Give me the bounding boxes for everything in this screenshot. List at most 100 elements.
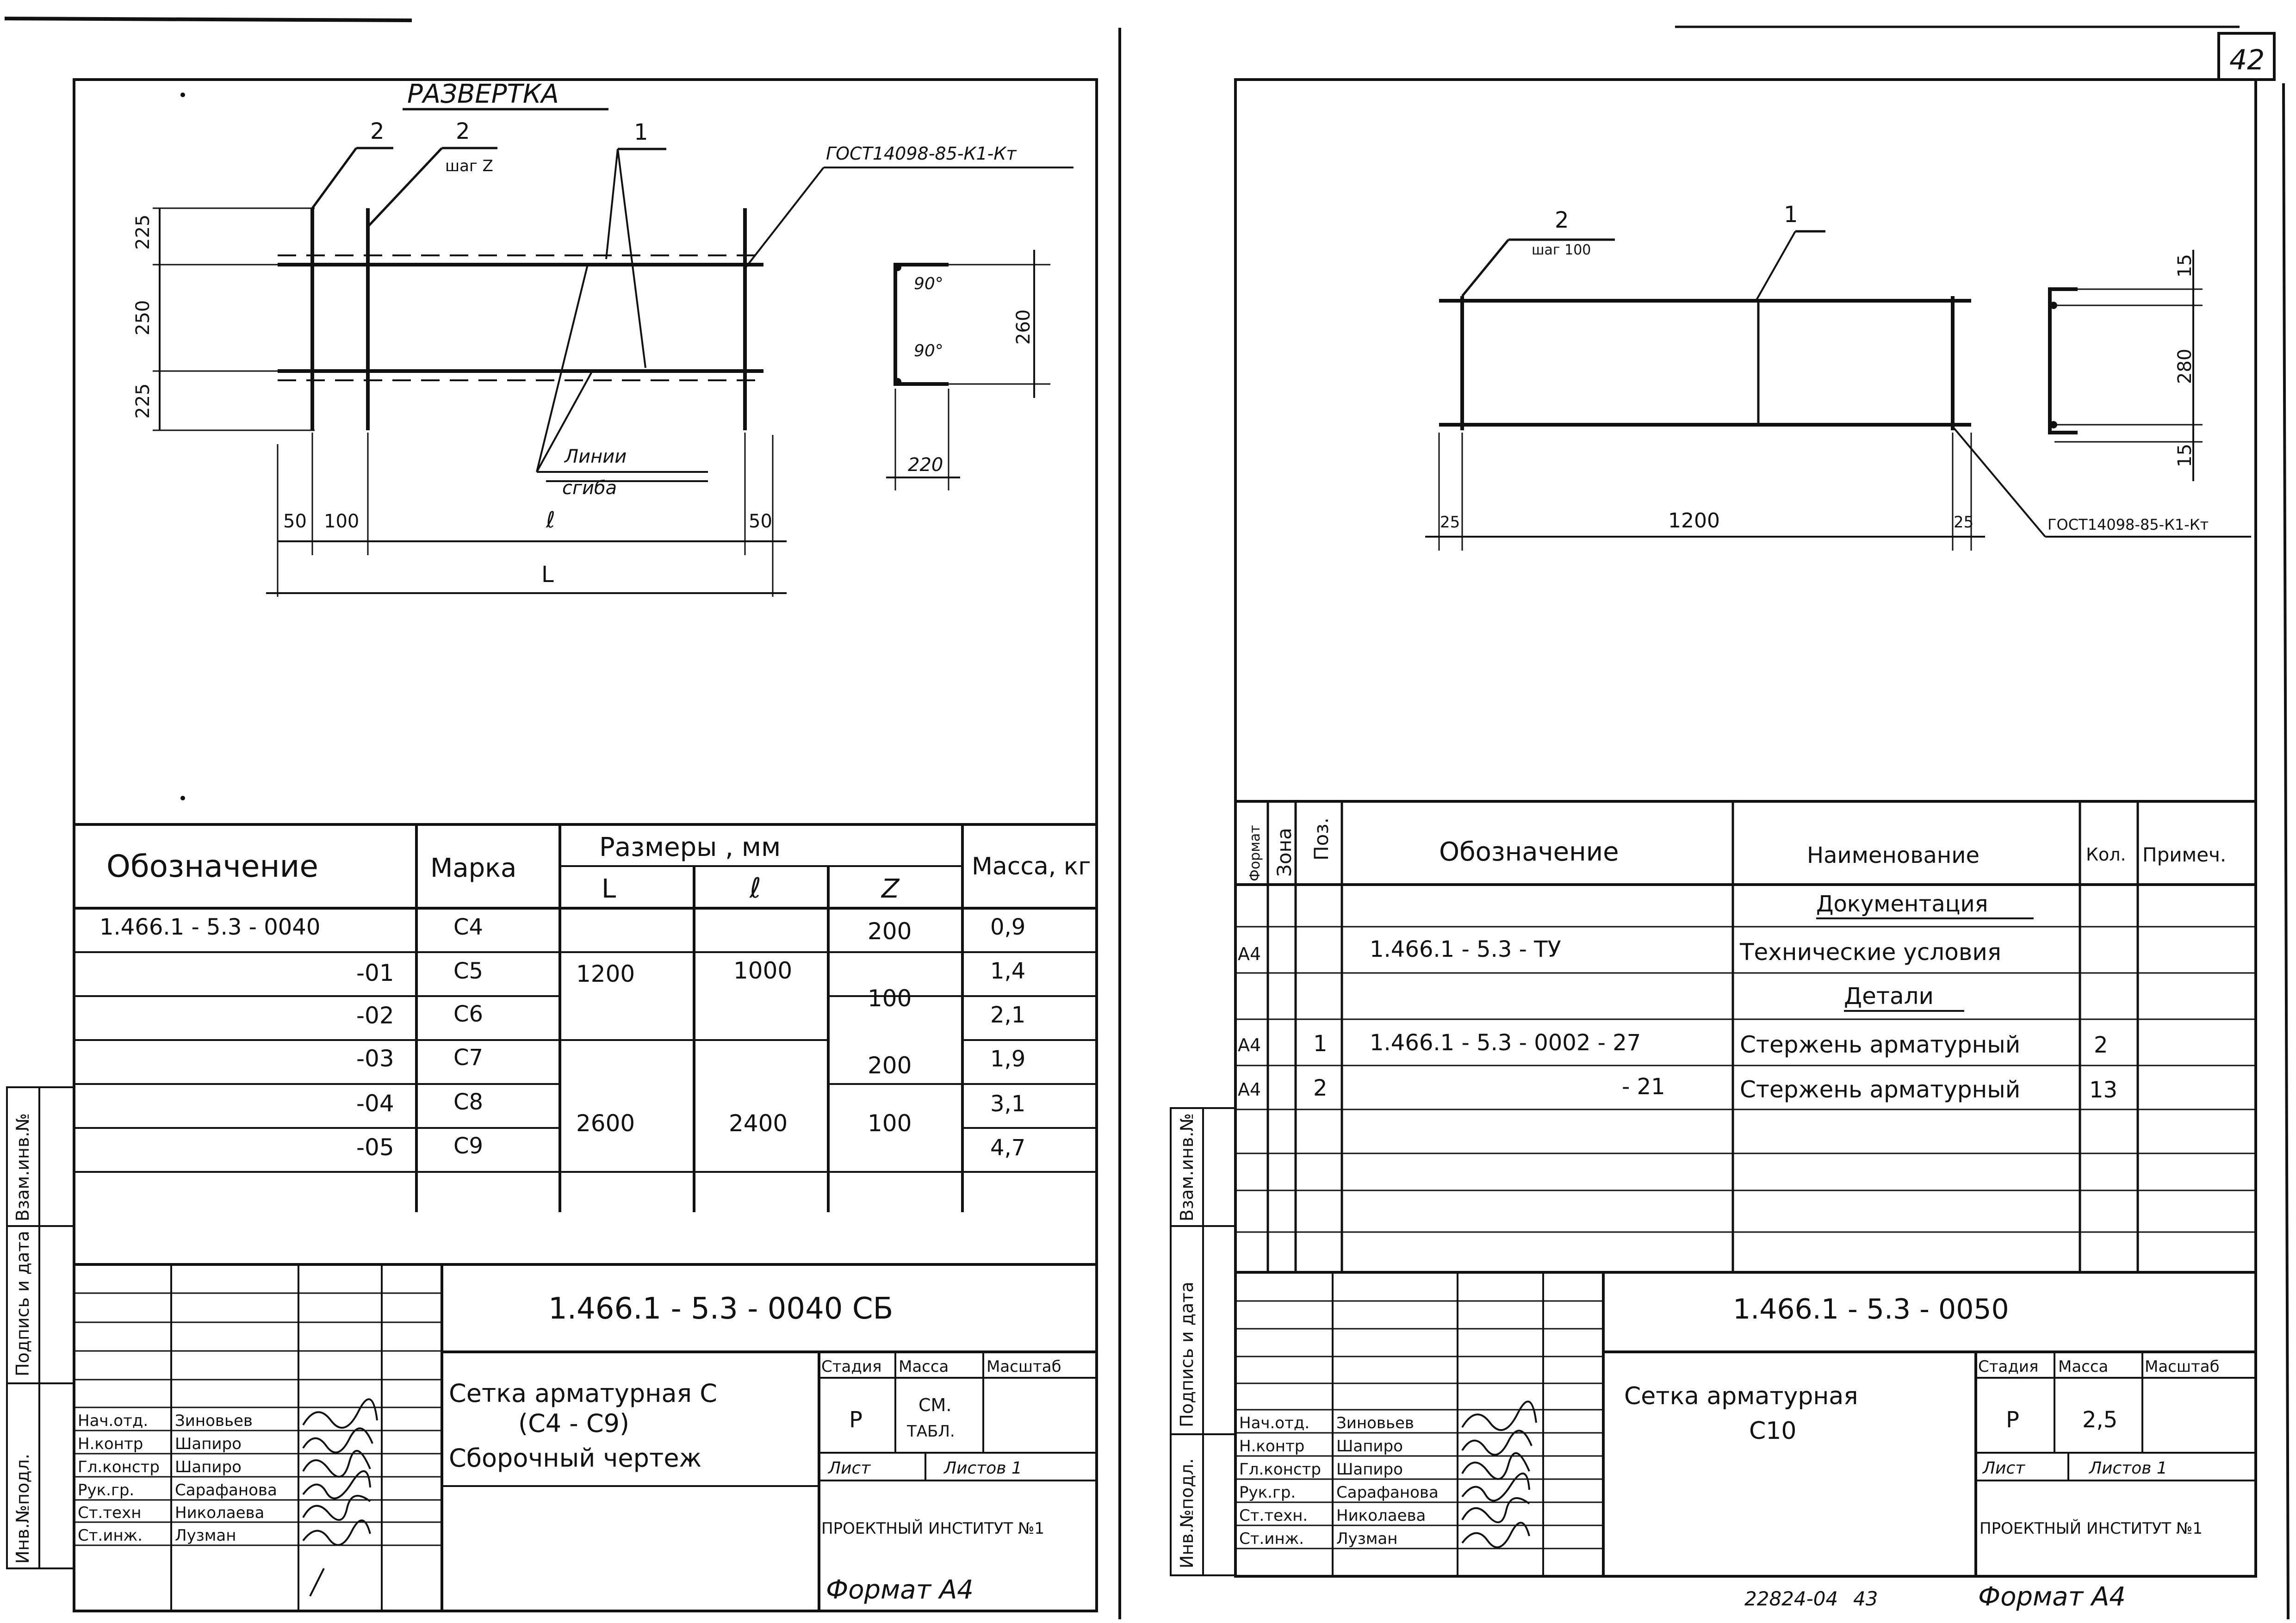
- scan-edge-vertical: [2282, 83, 2290, 1620]
- cell-Z-100: 100: [868, 1110, 912, 1137]
- page-number-box: [2217, 32, 2276, 81]
- side-stamp: Инв.№подл. Подпись и дата Взам.инв.№: [1170, 1107, 1236, 1576]
- angle-90-top: 90°: [914, 274, 943, 293]
- label-stage: Стадия: [821, 1357, 881, 1376]
- stamp-signature-date: Подпись и дата: [1177, 1282, 1197, 1427]
- row-qty: 2: [2094, 1032, 2108, 1058]
- stage-value: Р: [2006, 1407, 2019, 1433]
- col-l: ℓ: [749, 872, 761, 904]
- stamp-vzam-inv: Взам.инв.№: [1177, 1113, 1197, 1221]
- dim-225-top: 225: [132, 215, 154, 250]
- cell-Z-100: 100: [868, 985, 912, 1012]
- col-sizes: Размеры , мм: [599, 832, 781, 862]
- callout-pos2-a: 2: [370, 118, 385, 144]
- callout-pos2-b-sub: шаг Z: [445, 157, 493, 175]
- cell-Z-200: 200: [868, 1052, 912, 1079]
- dim-100: 100: [324, 511, 359, 532]
- sig-role: Гл.констр: [1239, 1460, 1321, 1479]
- bend-lines-label-2: сгиба: [562, 477, 617, 499]
- format-label: Формат А4: [1978, 1582, 2126, 1612]
- sig-role: Рук.гр.: [1239, 1483, 1296, 1502]
- col-mark: Марка: [430, 853, 516, 883]
- angle-90-bottom: 90°: [914, 341, 943, 360]
- sig-role: Ст.инж.: [1239, 1530, 1304, 1548]
- mass-value-2: ТАБЛ.: [906, 1422, 955, 1441]
- row-name: Стержень арматурный: [1740, 1031, 2020, 1058]
- cell-L-2600: 2600: [576, 1110, 635, 1137]
- row-mass: 3,1: [990, 1091, 1025, 1117]
- col-zone: Зона: [1273, 828, 1296, 877]
- callout-pos2: 2: [1555, 207, 1569, 233]
- row-pos: 1: [1313, 1031, 1328, 1057]
- row-designation: -02: [356, 1002, 394, 1029]
- row-format: А4: [1238, 1035, 1261, 1055]
- row-mass: 0,9: [990, 914, 1025, 940]
- dim-15-top: 15: [2174, 254, 2196, 278]
- dim-260: 260: [1013, 310, 1034, 345]
- sig-role: Н.контр: [78, 1435, 143, 1453]
- sig-name: Сарафанова: [1336, 1483, 1439, 1502]
- mass-value-1: СМ.: [918, 1395, 951, 1415]
- drawing-c10: 2 шаг 100 1 ГОСТ14098-85-К1-Кт 25 1200 2…: [1425, 202, 2251, 551]
- sig-role: Н.контр: [1239, 1437, 1304, 1456]
- dim-25-right: 25: [1954, 513, 1973, 532]
- label-mass: Масса: [899, 1357, 949, 1376]
- sig-name: Николаева: [1336, 1506, 1426, 1525]
- dim-50-left: 50: [283, 511, 307, 532]
- col-mass: Масса, кг: [972, 853, 1091, 880]
- sig-name: Николаева: [175, 1504, 264, 1522]
- callout-pos1: 1: [634, 119, 648, 145]
- row-mark: С9: [453, 1133, 483, 1159]
- dim-50-right: 50: [749, 511, 772, 532]
- col-L: L: [602, 874, 616, 904]
- dim-25-left: 25: [1440, 513, 1460, 532]
- sig-role: Гл.констр: [78, 1458, 160, 1476]
- section-parts: Детали: [1844, 983, 1934, 1010]
- page-number: 42: [2229, 44, 2265, 76]
- title-block: Нач.отд. Зиновьев Н.контр Шапиро Гл.конс…: [74, 1263, 1097, 1611]
- col-designation: Обозначение: [106, 849, 318, 884]
- callout-pos1: 1: [1784, 202, 1798, 228]
- drawing-title: РАЗВЕРТКА: [407, 79, 559, 109]
- section-docs: Документация: [1816, 891, 1988, 917]
- col-Z: Z: [881, 874, 900, 904]
- row-designation: 1.466.1 - 5.3 - 0002 - 27: [1370, 1030, 1641, 1056]
- row-designation: -05: [356, 1134, 394, 1161]
- row-mark: С7: [453, 1045, 483, 1071]
- stamp-inv-podl: Инв.№подл.: [12, 1454, 33, 1564]
- title-block: Нач.отд. Зиновьев Н.контр Шапиро Гл.конс…: [1235, 1271, 2256, 1612]
- title-name-3: Сборочный чертеж: [449, 1443, 701, 1473]
- row-designation: -04: [356, 1090, 394, 1117]
- organization: ПРОЕКТНЫЙ ИНСТИТУТ №1: [821, 1519, 1044, 1538]
- sig-role: Ст.инж.: [78, 1526, 143, 1545]
- label-scale: Масштаб: [987, 1357, 1061, 1376]
- callout-pos2-b: 2: [456, 118, 470, 144]
- row-format: А4: [1238, 944, 1261, 964]
- dim-250: 250: [132, 300, 154, 335]
- row-mass: 2,1: [990, 1002, 1025, 1028]
- handwritten-signatures: [1461, 1400, 1537, 1549]
- label-stage: Стадия: [1978, 1357, 2038, 1376]
- sig-name: Шапиро: [1336, 1460, 1403, 1479]
- callout-gost: ГОСТ14098-85-К1-Кт: [2048, 516, 2209, 533]
- row-mark: С6: [453, 1001, 483, 1027]
- dim-15-bottom: 15: [2174, 444, 2196, 467]
- scan-edge-line: [4, 17, 412, 22]
- sig-role: Нач.отд.: [1239, 1414, 1309, 1432]
- cell-l-1000: 1000: [733, 957, 792, 984]
- title-code: 1.466.1 - 5.3 - 0050: [1733, 1293, 2009, 1326]
- stage-value: Р: [849, 1407, 863, 1433]
- row-mark: С4: [453, 914, 483, 940]
- col-pos: Поз.: [1310, 818, 1333, 861]
- col-format: Формат: [1247, 825, 1263, 881]
- col-qty: Кол.: [2086, 844, 2126, 865]
- title-name-2: С10: [1749, 1417, 1796, 1445]
- sig-role: Ст.техн.: [1239, 1506, 1308, 1525]
- row-designation: - 21: [1622, 1074, 1665, 1100]
- dim-L-total: L: [541, 562, 554, 588]
- mass-value: 2,5: [2082, 1407, 2117, 1433]
- format-label: Формат А4: [826, 1575, 974, 1605]
- title-name-2: (С4 - С9): [518, 1409, 629, 1438]
- row-mark: С5: [453, 958, 483, 984]
- sig-role: Ст.техн: [78, 1504, 141, 1522]
